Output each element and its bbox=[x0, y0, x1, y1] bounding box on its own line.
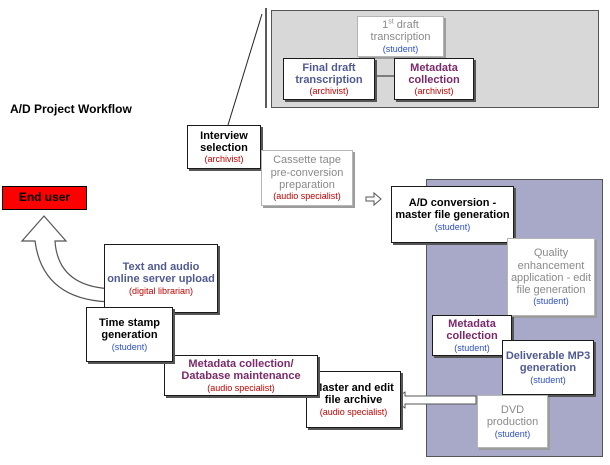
dvd-role: (student) bbox=[494, 428, 531, 439]
master-archive-label: Master and edit file archive bbox=[313, 382, 394, 407]
mp3-role: (student) bbox=[530, 374, 566, 385]
page-title: A/D Project Workflow bbox=[10, 102, 132, 116]
master-archive-box: Master and edit file archive (audio spec… bbox=[306, 371, 401, 428]
ad-conversion-role: (student) bbox=[434, 221, 471, 232]
dvd-label: DVD production bbox=[486, 404, 539, 429]
interview-selection-box: Interview selection (archivist) bbox=[187, 125, 261, 169]
outline-right-arrow bbox=[365, 191, 382, 207]
metadata-archivist-label: Metadata collection bbox=[408, 61, 460, 86]
metadata-db-box: Metadata collection/ Database maintenanc… bbox=[164, 355, 318, 396]
upload-role: (digital librarian) bbox=[128, 285, 194, 296]
first-draft-box: 1st draft transcription (student) bbox=[357, 16, 444, 57]
zoom-line-upper bbox=[227, 13, 263, 126]
upload-box: Text and audio online server upload (dig… bbox=[104, 244, 218, 313]
quality-role: (student) bbox=[533, 296, 569, 307]
end-user-box: End user bbox=[2, 186, 87, 210]
timestamp-box: Time stamp generation (student) bbox=[86, 307, 173, 362]
final-draft-box: Final draft transcription (archivist) bbox=[283, 58, 375, 100]
metadata-archivist-role: (archivist) bbox=[414, 86, 454, 97]
cassette-label: Cassette tape pre-conversion preparation bbox=[270, 154, 344, 191]
metadata-student-box: Metadata collection (student) bbox=[432, 315, 512, 356]
metadata-db-label: Metadata collection/ Database maintenanc… bbox=[181, 358, 301, 383]
cassette-role: (audio specialist) bbox=[273, 191, 341, 202]
mp3-box: Deliverable MP3 generation (student) bbox=[502, 340, 594, 395]
metadata-student-label: Metadata collection bbox=[446, 318, 498, 343]
quality-label: Quality enhancement application - edit f… bbox=[510, 247, 592, 297]
ad-conversion-label: A/D conversion - master file generation bbox=[395, 197, 510, 222]
cassette-box: Cassette tape pre-conversion preparation… bbox=[261, 150, 353, 206]
quality-box: Quality enhancement application - edit f… bbox=[507, 238, 595, 316]
interview-selection-label: Interview selection bbox=[200, 129, 248, 154]
metadata-archivist-box: Metadata collection (archivist) bbox=[394, 58, 474, 100]
outline-left-arrow bbox=[392, 391, 477, 409]
curved-up-arrow bbox=[20, 215, 116, 303]
final-draft-label: Final draft transcription bbox=[295, 61, 363, 86]
master-archive-role: (audio specialist) bbox=[319, 406, 388, 417]
timestamp-role: (student) bbox=[111, 341, 148, 352]
mp3-label: Deliverable MP3 generation bbox=[505, 350, 591, 375]
timestamp-label: Time stamp generation bbox=[99, 317, 160, 342]
interview-selection-role: (archivist) bbox=[204, 154, 244, 165]
ad-conversion-box: A/D conversion - master file generation … bbox=[391, 186, 514, 243]
metadata-db-role: (audio specialist) bbox=[207, 382, 275, 393]
first-draft-label: 1st draft transcription bbox=[370, 18, 431, 44]
first-draft-role: (student) bbox=[382, 43, 419, 54]
dvd-box: DVD production (student) bbox=[477, 395, 548, 448]
final-draft-role: (archivist) bbox=[309, 86, 349, 97]
end-user-label: End user bbox=[18, 190, 71, 205]
upload-label: Text and audio online server upload bbox=[107, 261, 215, 286]
metadata-student-role: (student) bbox=[454, 342, 490, 353]
